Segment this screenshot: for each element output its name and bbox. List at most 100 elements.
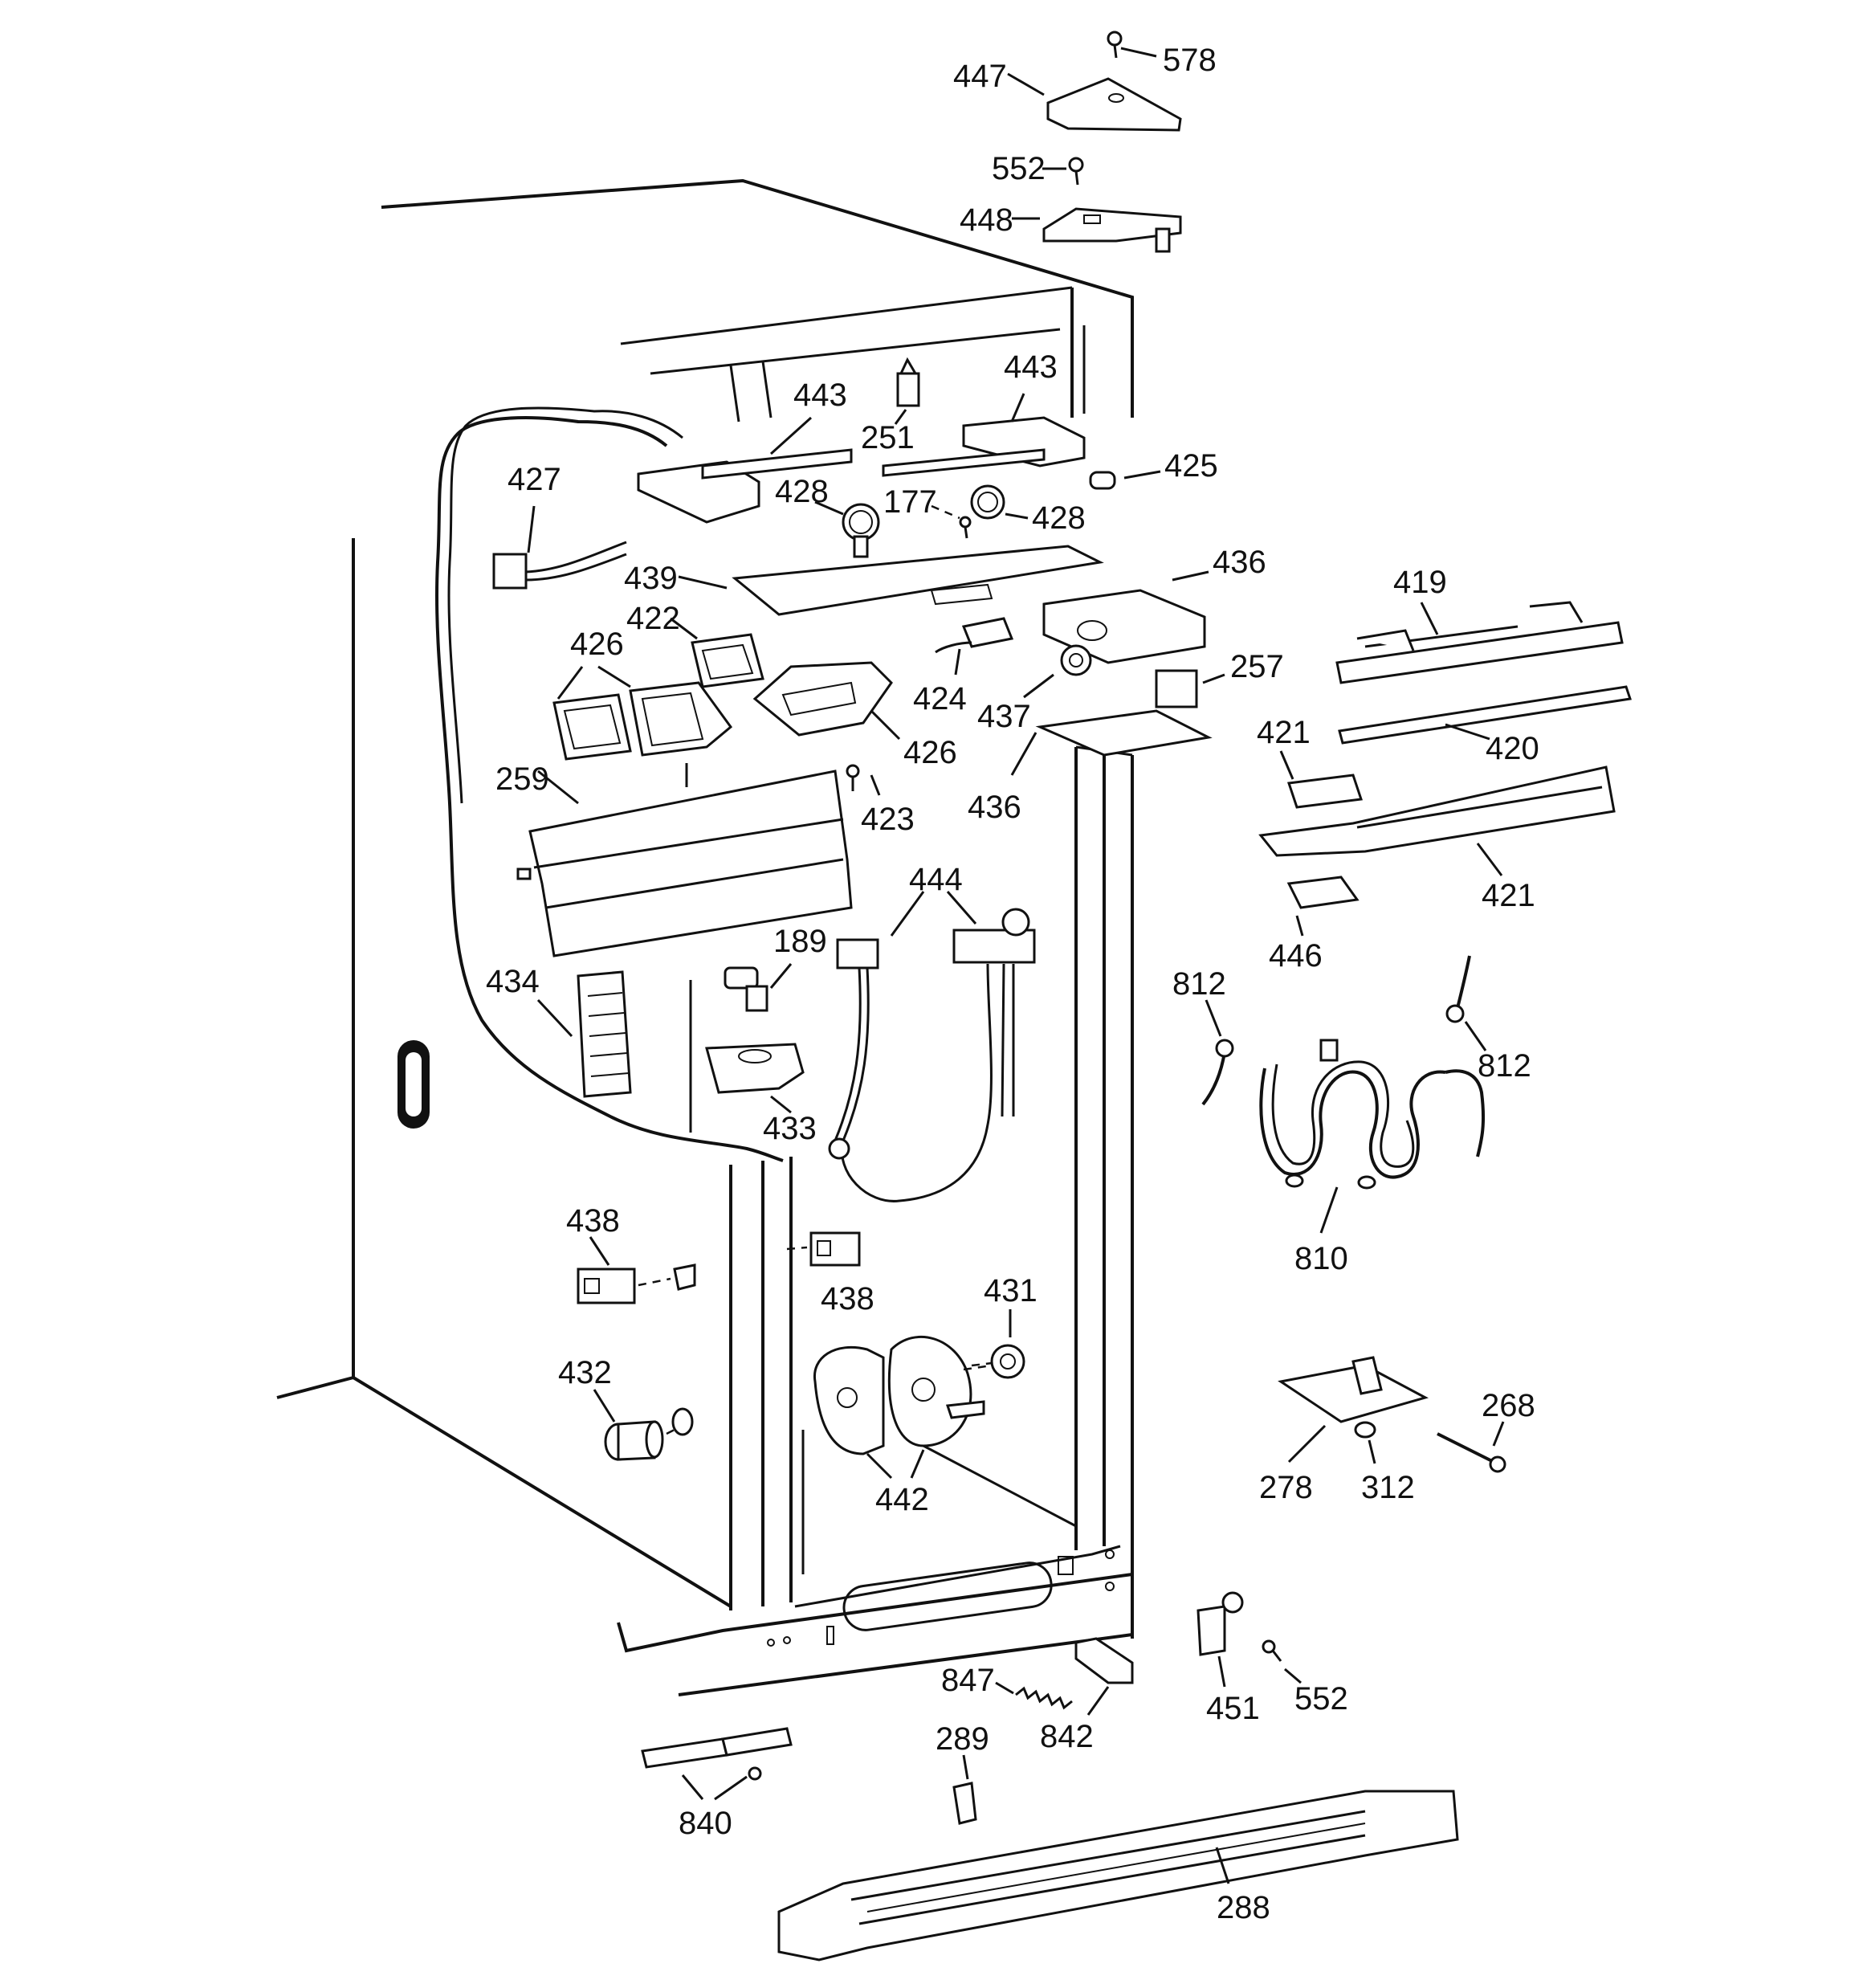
callout-447: 447 — [953, 59, 1007, 94]
part-419-rail — [1335, 601, 1624, 684]
part-840-brackets — [641, 1727, 793, 1801]
part-177-screw — [931, 504, 972, 539]
part-433-block — [705, 1043, 805, 1114]
part-451-hinge — [1196, 1591, 1244, 1688]
part-257-switch — [1155, 669, 1225, 708]
callout-189: 189 — [773, 924, 827, 959]
part-251-clip — [894, 357, 920, 425]
callout-810: 810 — [1294, 1241, 1348, 1276]
callout-812: 812 — [1478, 1048, 1531, 1084]
part-422-gasket — [670, 617, 764, 688]
part-428-gear-left — [814, 500, 880, 558]
callout-289: 289 — [936, 1721, 989, 1757]
part-434-grille — [536, 970, 632, 1098]
callout-432: 432 — [558, 1355, 612, 1390]
callout-443: 443 — [1004, 349, 1058, 385]
callout-428: 428 — [1032, 500, 1086, 536]
part-427-connector — [492, 505, 627, 590]
part-432-grommet — [593, 1389, 694, 1461]
callout-420: 420 — [1486, 731, 1539, 766]
part-421-housing — [1258, 765, 1616, 876]
part-436-control-box — [1042, 570, 1209, 664]
part-423-pin — [846, 764, 881, 796]
part-420-strip — [1338, 685, 1632, 745]
callout-268: 268 — [1482, 1388, 1535, 1423]
callout-552: 552 — [1294, 1681, 1348, 1717]
callout-431: 431 — [984, 1273, 1037, 1308]
callout-422: 422 — [626, 601, 680, 636]
callout-257: 257 — [1230, 649, 1284, 684]
callout-437: 437 — [977, 699, 1031, 734]
part-421-gasket — [1279, 750, 1364, 809]
callout-840: 840 — [679, 1806, 732, 1841]
callout-278: 278 — [1259, 1470, 1313, 1505]
callout-444: 444 — [909, 862, 963, 897]
callout-812: 812 — [1172, 966, 1226, 1002]
callout-419: 419 — [1393, 565, 1447, 600]
callout-434: 434 — [486, 964, 540, 999]
part-444-harness — [828, 891, 1036, 1202]
callout-288: 288 — [1217, 1890, 1270, 1925]
callout-446: 446 — [1269, 938, 1323, 974]
callout-428: 428 — [775, 474, 829, 509]
part-438-socket-left — [577, 1236, 696, 1304]
callout-259: 259 — [495, 761, 549, 797]
callout-251: 251 — [861, 420, 915, 455]
callout-842: 842 — [1040, 1719, 1094, 1754]
part-428-gear-right — [970, 484, 1029, 520]
part-438-socket-right — [786, 1231, 861, 1267]
callout-552: 552 — [992, 151, 1046, 186]
part-189-fitting — [724, 963, 793, 1012]
part-578-screw — [1107, 31, 1157, 59]
part-842-bracket — [1074, 1637, 1134, 1716]
part-439-plate — [678, 545, 1104, 616]
callout-labels: 578 447 552 448 443 251 443 425 427 428 … — [486, 43, 1539, 1925]
callout-442: 442 — [875, 1482, 929, 1517]
callout-427: 427 — [508, 462, 561, 497]
part-288-grille — [777, 1790, 1459, 1961]
part-425-pin — [1089, 470, 1161, 490]
part-278-plate — [1278, 1356, 1429, 1463]
callout-448: 448 — [960, 202, 1013, 238]
part-268-bolt — [1437, 1421, 1506, 1473]
part-424-sensor — [935, 617, 1014, 676]
callout-423: 423 — [861, 802, 915, 837]
callout-847: 847 — [941, 1663, 995, 1698]
callout-177: 177 — [883, 484, 937, 520]
callout-425: 425 — [1164, 448, 1218, 484]
callout-433: 433 — [763, 1111, 817, 1146]
part-447-hinge-cover — [1007, 72, 1182, 132]
part-812-tube-left — [1201, 999, 1234, 1106]
part-431-bearing — [971, 1309, 1025, 1379]
part-259-panel — [516, 763, 853, 957]
part-426-duct — [556, 665, 733, 757]
callout-421: 421 — [1257, 715, 1311, 750]
callout-438: 438 — [566, 1203, 620, 1239]
part-552-screw — [1042, 157, 1084, 186]
callout-578: 578 — [1163, 43, 1217, 78]
refrigerator-cabinet — [276, 178, 1134, 1696]
part-552-screw-bottom — [1262, 1639, 1302, 1684]
part-426-gasket — [552, 693, 632, 761]
part-443-bracket-left — [637, 416, 853, 524]
callout-426: 426 — [570, 627, 624, 662]
part-448-hinge — [1012, 207, 1182, 253]
part-810-heater — [1259, 1039, 1486, 1234]
callout-439: 439 — [624, 561, 678, 596]
callout-443: 443 — [793, 378, 847, 413]
callout-421: 421 — [1482, 878, 1535, 913]
part-812-tube-right — [1445, 955, 1487, 1051]
part-426-damper — [752, 661, 901, 741]
part-443-bracket-right — [882, 393, 1086, 477]
part-436-cover — [1010, 709, 1213, 776]
callout-426: 426 — [903, 735, 957, 770]
part-289-clip — [952, 1754, 977, 1825]
part-847-spring — [995, 1681, 1073, 1710]
part-312-roller — [1354, 1421, 1376, 1464]
callout-436: 436 — [1213, 545, 1266, 580]
part-437-knob — [1023, 644, 1092, 699]
callout-438: 438 — [821, 1281, 874, 1316]
part-446-insert — [1286, 876, 1360, 937]
callout-451: 451 — [1206, 1691, 1260, 1726]
